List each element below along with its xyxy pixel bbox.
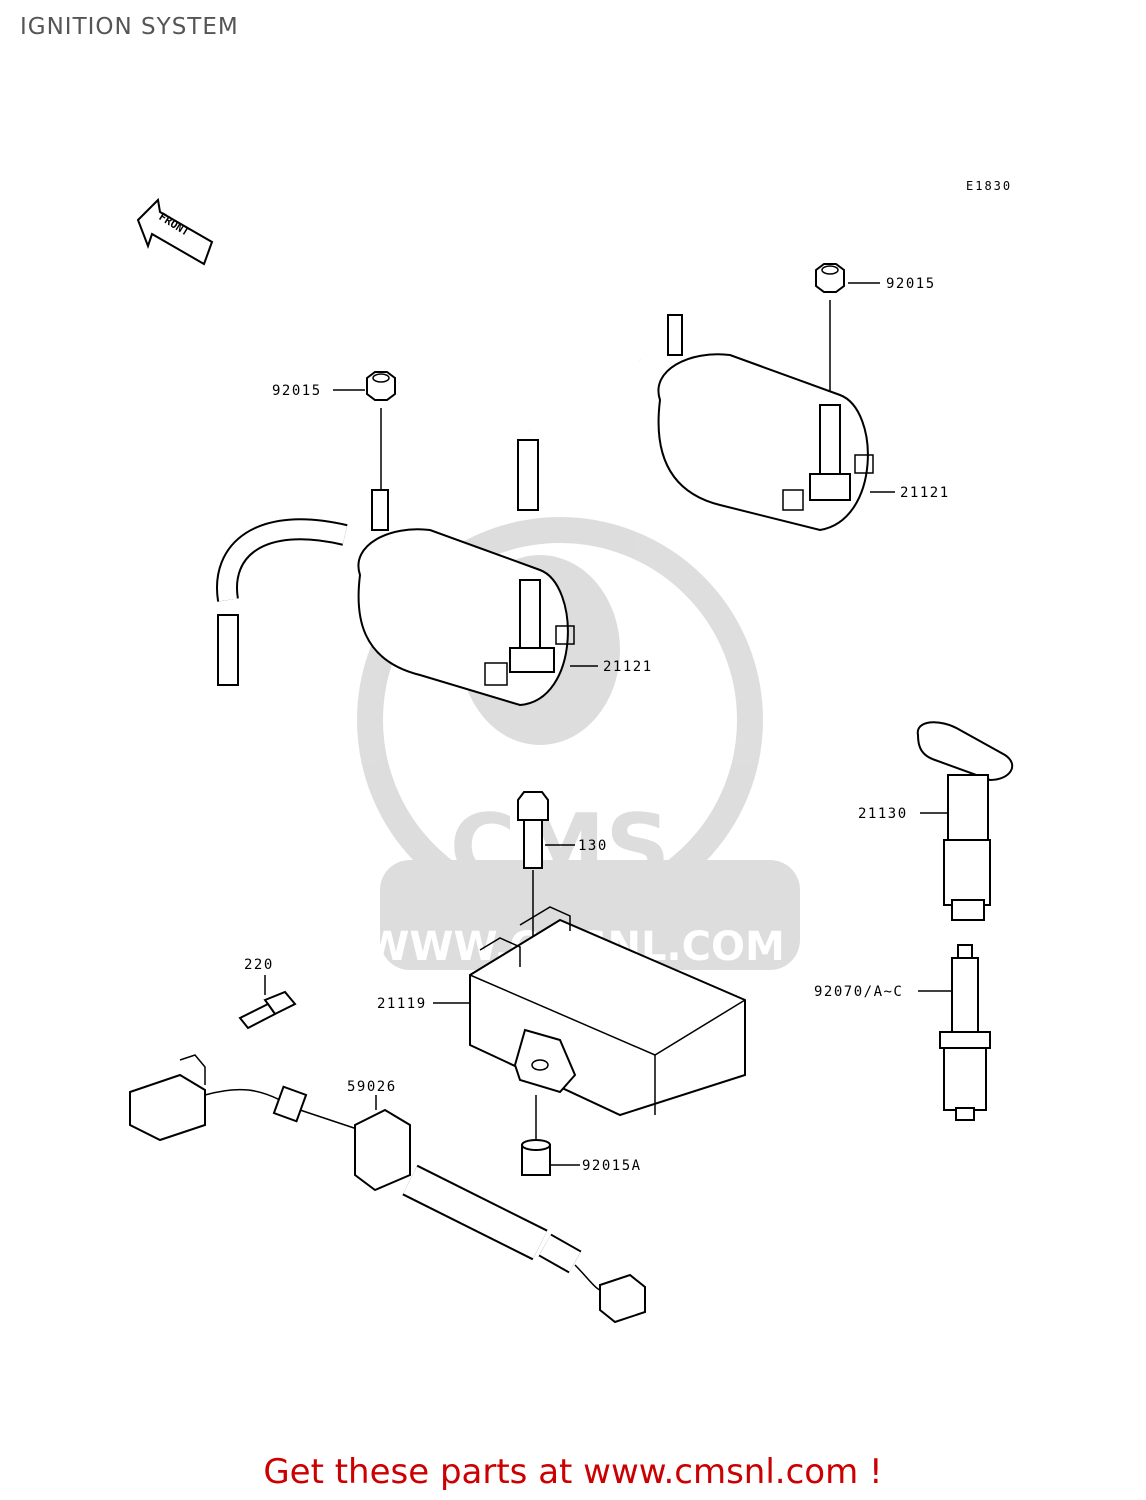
clamp-59026 [354,1095,411,1192]
ignition-coil-left [216,489,598,707]
footer-link[interactable]: Get these parts at www.cmsnl.com ! [263,1452,883,1492]
label-21121-right: 21121 [900,485,950,501]
nut-92015-right [815,263,880,400]
pickup-coil-harness [129,1054,646,1324]
collar-92015A [521,1095,580,1176]
label-220: 220 [244,957,274,973]
label-92015-left: 92015 [272,383,322,399]
label-92015A: 92015A [582,1158,642,1174]
label-21119: 21119 [377,996,427,1012]
igniter-unit [433,906,746,1117]
label-21121-left: 21121 [603,659,653,675]
ignition-coil-right [517,314,895,532]
label-92015-right: 92015 [886,276,936,292]
page-title: IGNITION SYSTEM [20,14,239,40]
label-130: 130 [578,838,608,854]
label-59026: 59026 [347,1079,397,1095]
spark-plug [918,944,991,1121]
nut-92015-left [333,371,396,490]
label-21130: 21130 [858,806,908,822]
front-arrow-icon: FRONT [136,197,214,266]
spark-plug-cap [916,721,1014,921]
screw-220 [238,975,297,1030]
watermark-brand: CMS [450,795,670,900]
label-92070: 92070/A~C [814,984,903,1000]
part-labels: 92015 92015 21121 21121 21130 130 220 21… [244,276,950,1174]
diagram-code: E1830 [966,179,1013,193]
